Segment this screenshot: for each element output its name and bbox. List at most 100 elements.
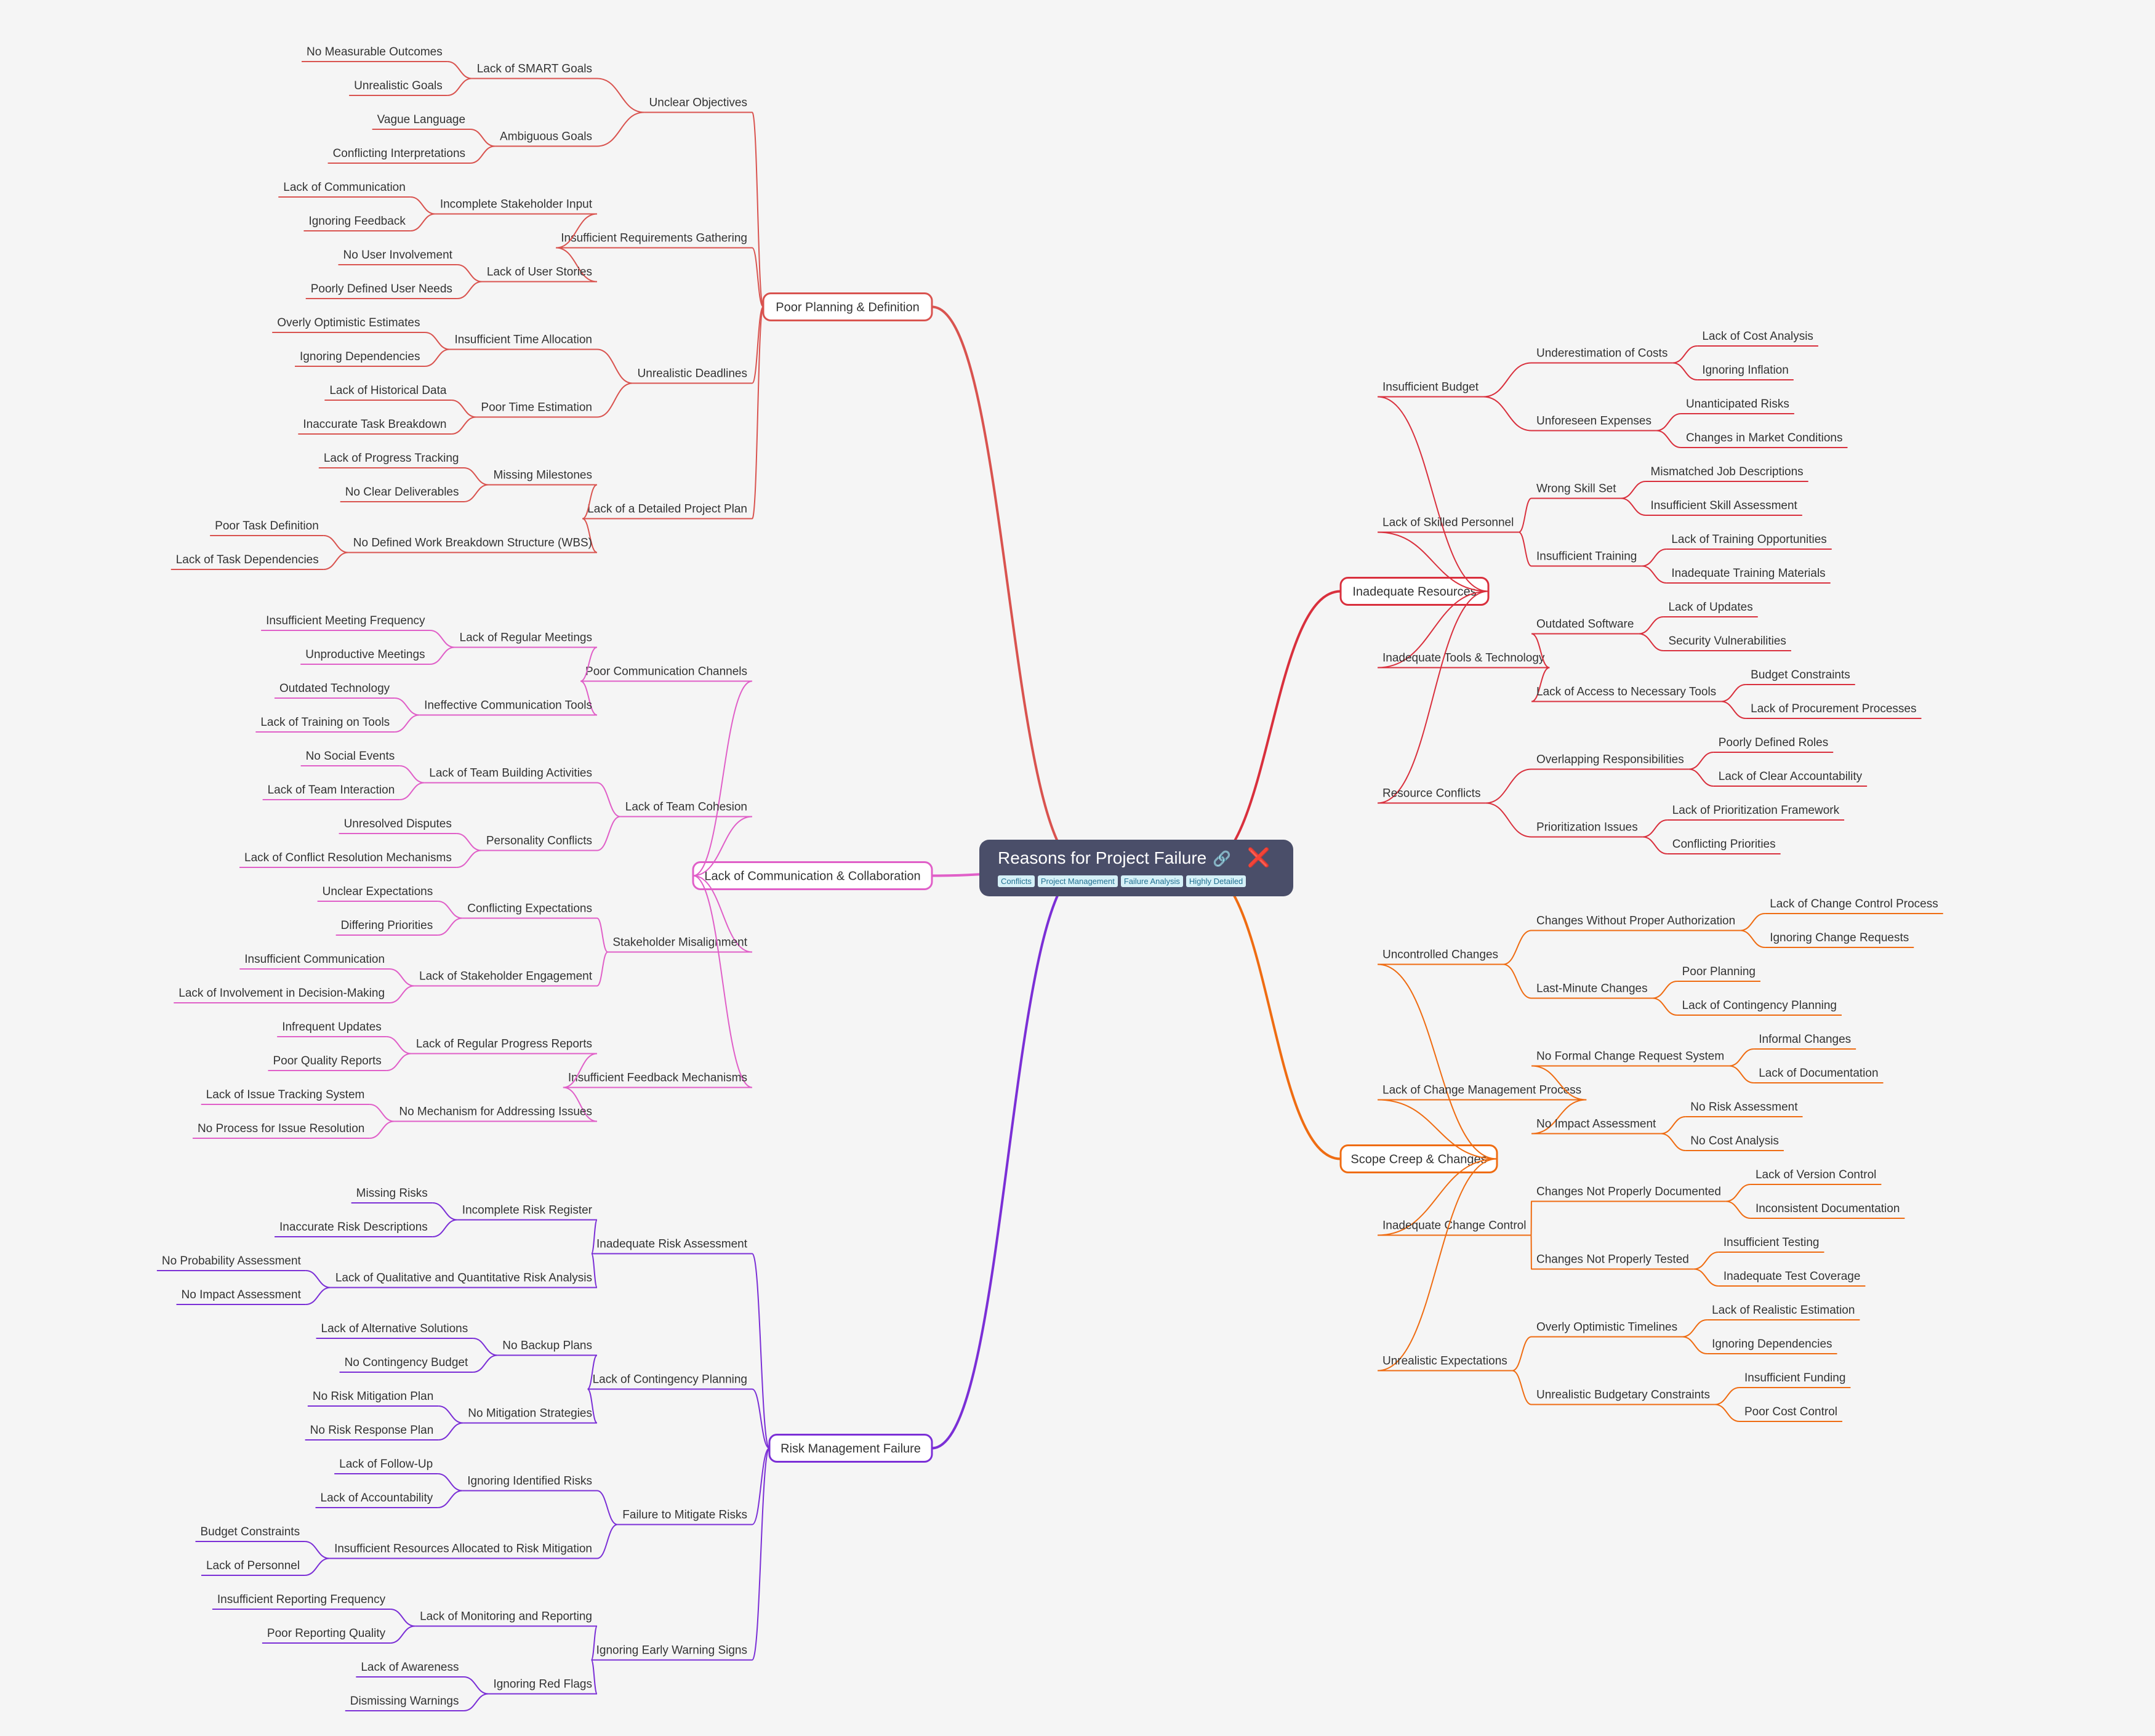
leaf-node[interactable]: Missing Risks bbox=[356, 1187, 428, 1200]
leaf-node[interactable]: Lack of Cost Analysis bbox=[1702, 330, 1813, 343]
topic-node[interactable]: Failure to Mitigate Risks bbox=[622, 1509, 747, 1522]
leaf-node[interactable]: No Risk Mitigation Plan bbox=[313, 1390, 433, 1403]
leaf-node[interactable]: Ignoring Change Requests bbox=[1770, 931, 1909, 944]
leaf-node[interactable]: No User Involvement bbox=[343, 249, 453, 262]
leaf-node[interactable]: Insufficient Reporting Frequency bbox=[217, 1593, 386, 1606]
subtopic-node[interactable]: No Impact Assessment bbox=[1536, 1118, 1656, 1131]
leaf-node[interactable]: Poor Quality Reports bbox=[273, 1055, 381, 1067]
subtopic-node[interactable]: Changes Not Properly Tested bbox=[1536, 1253, 1689, 1266]
leaf-node[interactable]: Lack of Team Interaction bbox=[268, 784, 395, 797]
topic-node[interactable]: Stakeholder Misalignment bbox=[612, 936, 747, 949]
subtopic-node[interactable]: Insufficient Time Allocation bbox=[454, 334, 592, 347]
leaf-node[interactable]: Unclear Expectations bbox=[323, 885, 433, 898]
subtopic-node[interactable]: Incomplete Risk Register bbox=[462, 1204, 593, 1217]
leaf-node[interactable]: Lack of Prioritization Framework bbox=[1672, 804, 1840, 817]
leaf-node[interactable]: No Impact Assessment bbox=[182, 1288, 302, 1301]
leaf-node[interactable]: Vague Language bbox=[377, 113, 465, 126]
leaf-node[interactable]: Lack of Training on Tools bbox=[260, 716, 390, 729]
topic-node[interactable]: Insufficient Budget bbox=[1382, 381, 1479, 394]
leaf-node[interactable]: Mismatched Job Descriptions bbox=[1651, 465, 1804, 478]
subtopic-node[interactable]: Personality Conflicts bbox=[486, 835, 592, 848]
leaf-node[interactable]: Informal Changes bbox=[1759, 1033, 1851, 1046]
leaf-node[interactable]: No Risk Response Plan bbox=[310, 1424, 434, 1437]
leaf-node[interactable]: Conflicting Priorities bbox=[1672, 838, 1776, 851]
subtopic-node[interactable]: No Defined Work Breakdown Structure (WBS… bbox=[353, 537, 592, 550]
leaf-node[interactable]: Lack of Updates bbox=[1668, 601, 1752, 614]
leaf-node[interactable]: Conflicting Interpretations bbox=[333, 147, 465, 160]
leaf-node[interactable]: Lack of Clear Accountability bbox=[1719, 770, 1863, 783]
subtopic-node[interactable]: Ambiguous Goals bbox=[500, 131, 592, 143]
subtopic-node[interactable]: Lack of Monitoring and Reporting bbox=[420, 1610, 592, 1623]
leaf-node[interactable]: Changes in Market Conditions bbox=[1686, 432, 1843, 444]
topic-node[interactable]: Uncontrolled Changes bbox=[1382, 949, 1498, 962]
leaf-node[interactable]: Inaccurate Task Breakdown bbox=[303, 418, 446, 431]
subtopic-node[interactable]: Prioritization Issues bbox=[1536, 821, 1638, 834]
subtopic-node[interactable]: Unforeseen Expenses bbox=[1536, 415, 1651, 428]
leaf-node[interactable]: Security Vulnerabilities bbox=[1668, 635, 1786, 648]
leaf-node[interactable]: No Probability Assessment bbox=[162, 1255, 302, 1268]
leaf-node[interactable]: Budget Constraints bbox=[200, 1525, 300, 1538]
leaf-node[interactable]: No Risk Assessment bbox=[1690, 1101, 1798, 1114]
leaf-node[interactable]: Inaccurate Risk Descriptions bbox=[279, 1221, 428, 1234]
subtopic-node[interactable]: Lack of SMART Goals bbox=[477, 63, 592, 76]
subtopic-node[interactable]: Lack of Access to Necessary Tools bbox=[1536, 686, 1716, 699]
leaf-node[interactable]: Insufficient Communication bbox=[244, 953, 385, 966]
subtopic-node[interactable]: Lack of Regular Meetings bbox=[460, 632, 592, 645]
topic-node[interactable]: Unrealistic Deadlines bbox=[638, 368, 747, 380]
leaf-node[interactable]: Lack of Documentation bbox=[1759, 1067, 1878, 1080]
branch-label[interactable]: Poor Planning & Definition bbox=[776, 301, 919, 315]
subtopic-node[interactable]: Lack of User Stories bbox=[487, 266, 592, 279]
leaf-node[interactable]: Unanticipated Risks bbox=[1686, 398, 1789, 411]
leaf-node[interactable]: Lack of Awareness bbox=[361, 1661, 459, 1674]
tag[interactable]: Highly Detailed bbox=[1186, 875, 1246, 887]
subtopic-node[interactable]: Unrealistic Budgetary Constraints bbox=[1536, 1389, 1710, 1402]
subtopic-node[interactable]: Poor Time Estimation bbox=[481, 401, 592, 414]
leaf-node[interactable]: Ignoring Feedback bbox=[308, 215, 406, 228]
leaf-node[interactable]: Unrealistic Goals bbox=[354, 79, 443, 92]
subtopic-node[interactable]: Incomplete Stakeholder Input bbox=[440, 198, 593, 211]
leaf-node[interactable]: No Social Events bbox=[306, 750, 395, 763]
subtopic-node[interactable]: No Mitigation Strategies bbox=[468, 1407, 592, 1420]
leaf-node[interactable]: Inadequate Training Materials bbox=[1671, 567, 1825, 580]
topic-node[interactable]: Lack of Team Cohesion bbox=[625, 801, 747, 814]
leaf-node[interactable]: Lack of Change Control Process bbox=[1770, 898, 1938, 910]
topic-node[interactable]: Inadequate Risk Assessment bbox=[596, 1238, 748, 1251]
leaf-node[interactable]: Ignoring Dependencies bbox=[1712, 1338, 1832, 1351]
leaf-node[interactable]: Insufficient Testing bbox=[1724, 1236, 1820, 1249]
topic-node[interactable]: Lack of Contingency Planning bbox=[593, 1373, 747, 1386]
topic-node[interactable]: Ignoring Early Warning Signs bbox=[596, 1644, 747, 1657]
leaf-node[interactable]: No Clear Deliverables bbox=[345, 486, 459, 499]
leaf-node[interactable]: Insufficient Funding bbox=[1744, 1372, 1845, 1384]
topic-node[interactable]: Insufficient Requirements Gathering bbox=[561, 232, 747, 245]
leaf-node[interactable]: Poor Planning bbox=[1682, 965, 1756, 978]
subtopic-node[interactable]: Insufficient Training bbox=[1536, 550, 1637, 563]
leaf-node[interactable]: Lack of Conflict Resolution Mechanisms bbox=[244, 851, 452, 864]
subtopic-node[interactable]: Overlapping Responsibilities bbox=[1536, 753, 1684, 766]
topic-node[interactable]: Insufficient Feedback Mechanisms bbox=[568, 1072, 747, 1085]
subtopic-node[interactable]: Changes Not Properly Documented bbox=[1536, 1186, 1721, 1199]
leaf-node[interactable]: Lack of Realistic Estimation bbox=[1712, 1304, 1855, 1317]
subtopic-node[interactable]: Lack of Team Building Activities bbox=[429, 767, 592, 780]
leaf-node[interactable]: Lack of Communication bbox=[283, 181, 406, 194]
subtopic-node[interactable]: Lack of Stakeholder Engagement bbox=[419, 970, 593, 983]
topic-node[interactable]: Lack of Change Management Process bbox=[1382, 1084, 1581, 1097]
subtopic-node[interactable]: Ineffective Communication Tools bbox=[424, 699, 592, 712]
branch-label[interactable]: Risk Management Failure bbox=[781, 1442, 921, 1456]
leaf-node[interactable]: Lack of Follow-Up bbox=[339, 1458, 433, 1471]
topic-node[interactable]: Inadequate Change Control bbox=[1382, 1220, 1526, 1232]
leaf-node[interactable]: Lack of Historical Data bbox=[329, 384, 447, 397]
leaf-node[interactable]: Ignoring Inflation bbox=[1702, 364, 1789, 377]
leaf-node[interactable]: Lack of Training Opportunities bbox=[1671, 533, 1826, 546]
subtopic-node[interactable]: No Formal Change Request System bbox=[1536, 1050, 1724, 1063]
leaf-node[interactable]: Lack of Version Control bbox=[1756, 1168, 1876, 1181]
leaf-node[interactable]: Unresolved Disputes bbox=[344, 818, 452, 830]
subtopic-node[interactable]: Outdated Software bbox=[1536, 618, 1634, 631]
subtopic-node[interactable]: Insufficient Resources Allocated to Risk… bbox=[334, 1543, 592, 1556]
subtopic-node[interactable]: Conflicting Expectations bbox=[467, 902, 592, 915]
leaf-node[interactable]: Inconsistent Documentation bbox=[1756, 1202, 1900, 1215]
topic-node[interactable]: Unclear Objectives bbox=[649, 97, 747, 110]
subtopic-node[interactable]: Ignoring Identified Risks bbox=[467, 1475, 592, 1488]
tag[interactable]: Conflicts bbox=[998, 875, 1035, 887]
leaf-node[interactable]: No Process for Issue Resolution bbox=[198, 1122, 364, 1135]
